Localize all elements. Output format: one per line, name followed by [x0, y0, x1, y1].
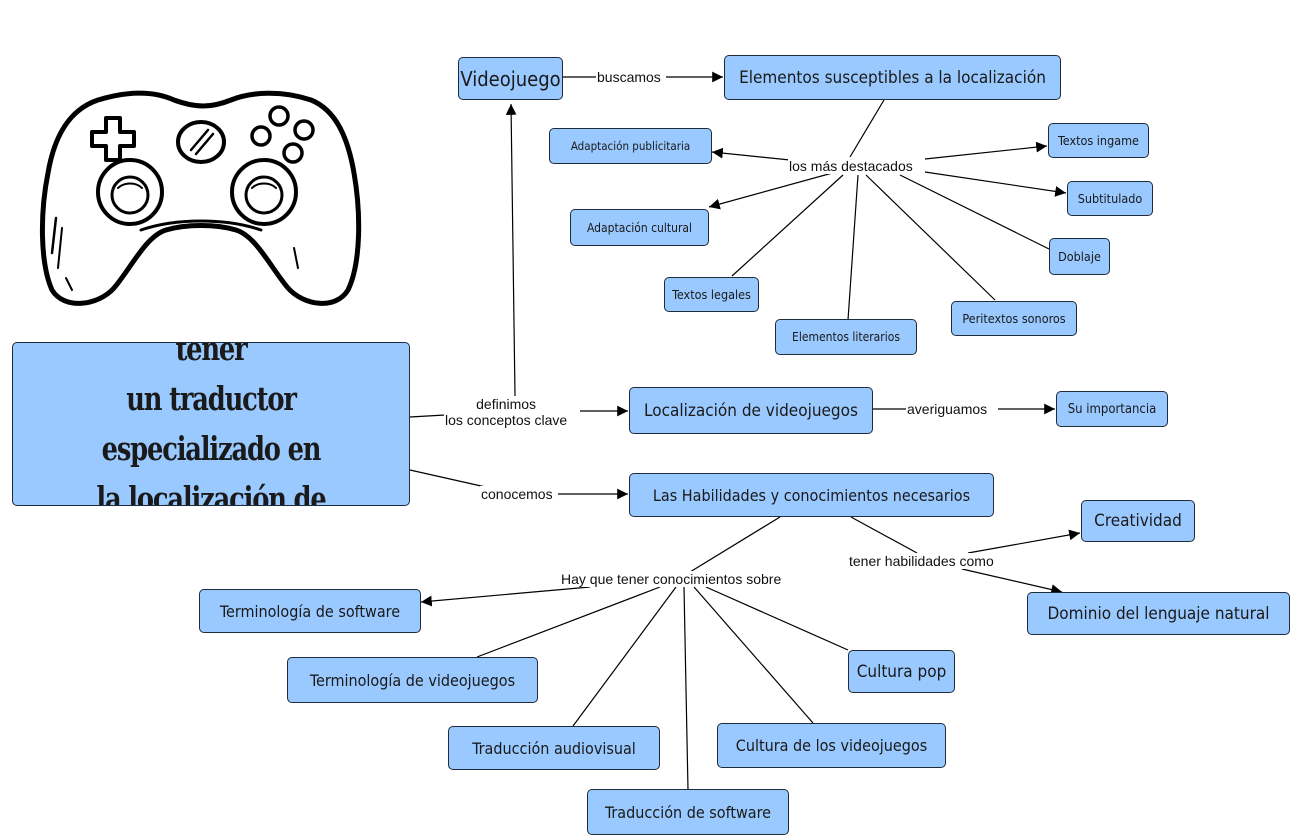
edge-hayque-termvideojuegos	[476, 586, 661, 658]
node-elementos-literarios[interactable]: Elementos literarios	[775, 319, 917, 355]
game-controller-icon	[39, 90, 362, 306]
edge-destacados-doblaje	[899, 174, 1050, 250]
label-definimos-conceptos: definimos los conceptos clave	[444, 396, 569, 428]
node-habilidades-conocimientos[interactable]: Las Habilidades y conocimientos necesari…	[629, 473, 994, 517]
edge-destacados-subtitulado	[924, 171, 1067, 197]
edge-definimos-videojuego	[505, 103, 517, 397]
node-adaptacion-cultural[interactable]: Adaptación cultural	[570, 209, 709, 246]
node-terminologia-videojuegos[interactable]: Terminología de videojuegos	[287, 657, 538, 703]
label-conocemos: conocemos	[480, 486, 554, 502]
node-traduccion-audiovisual[interactable]: Traducción audiovisual	[448, 726, 660, 770]
edge-hayque-culturavideojuegos	[693, 586, 814, 724]
edge-destacados-literarios	[847, 174, 859, 321]
node-su-importancia[interactable]: Su importancia	[1056, 391, 1168, 427]
node-traduccion-software[interactable]: Traducción de software	[587, 789, 789, 835]
node-subtitulado[interactable]: Subtitulado	[1067, 181, 1153, 216]
edge-habilidades-hayque	[689, 516, 781, 573]
edge-central-conocemos	[409, 469, 491, 489]
label-averiguamos: averiguamos	[906, 401, 989, 417]
edge-hayque-culturapop	[705, 586, 849, 651]
edge-habilidades-tener	[850, 516, 918, 554]
edge-elementos-destacados	[849, 99, 885, 158]
node-cultura-videojuegos[interactable]: Cultura de los videojuegos	[717, 723, 946, 768]
label-los-mas-destacados: los más destacados	[788, 158, 914, 174]
label-tener-habilidades: tener habilidades como	[848, 553, 995, 569]
node-textos-legales[interactable]: Textos legales	[664, 277, 759, 312]
node-textos-ingame[interactable]: Textos ingame	[1048, 123, 1149, 158]
edge-destacados-legales	[731, 174, 844, 277]
node-terminologia-software[interactable]: Terminología de software	[199, 589, 421, 633]
node-videojuego[interactable]: Videojuego	[458, 57, 563, 100]
node-cultura-pop[interactable]: Cultura pop	[848, 650, 955, 693]
edge-hayque-audiovisual	[572, 586, 677, 727]
edge-hayque-termsoftware	[420, 586, 591, 607]
node-creatividad[interactable]: Creatividad	[1081, 500, 1195, 542]
edge-destacados-cultural	[708, 171, 837, 210]
label-buscamos: buscamos	[596, 69, 662, 85]
node-elementos-susceptibles[interactable]: Elementos susceptibles a la localización	[724, 55, 1061, 100]
node-peritextos-sonoros[interactable]: Peritextos sonoros	[951, 301, 1077, 336]
edge-hayque-software	[683, 586, 689, 791]
node-localizacion-videojuegos[interactable]: Localización de videojuegos	[629, 387, 873, 434]
edge-tener-dominio	[961, 568, 1063, 595]
edge-destacados-ingame	[924, 141, 1048, 160]
node-doblaje[interactable]: Doblaje	[1049, 238, 1110, 275]
node-dominio-lenguaje-natural[interactable]: Dominio del lenguaje natural	[1027, 592, 1290, 635]
central-question-text: ¿Qué habilidades debe tener un traductor…	[96, 342, 326, 506]
central-question[interactable]: ¿Qué habilidades debe tener un traductor…	[12, 342, 410, 506]
edge-tener-creatividad	[967, 529, 1081, 554]
edge-destacados-peritextos	[865, 174, 996, 301]
edge-destacados-publicitaria	[711, 147, 791, 161]
node-adaptacion-publicitaria[interactable]: Adaptación publicitaria	[549, 128, 712, 164]
label-hay-que-tener: Hay que tener conocimientos sobre	[560, 571, 783, 587]
